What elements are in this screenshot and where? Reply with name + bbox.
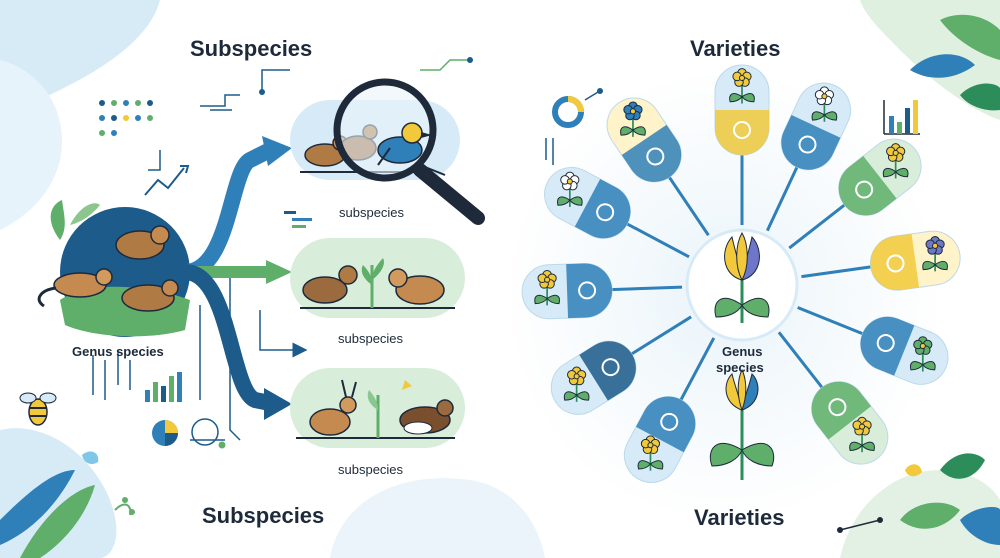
flower-icon	[557, 171, 583, 207]
flower-icon	[620, 101, 646, 137]
hub-flower-icon	[714, 232, 770, 323]
variety-radial	[521, 64, 961, 483]
branch-label-2: subspecies	[338, 331, 404, 346]
bar-chart-icon	[145, 372, 182, 402]
magnifying-glass-icon	[333, 78, 485, 225]
gauge-icon	[733, 121, 751, 139]
right-decor	[545, 88, 603, 165]
gauge-icon	[886, 254, 905, 273]
flower-icon	[534, 269, 560, 306]
gauge-icon	[578, 281, 597, 300]
right-title-top: Varieties	[690, 36, 781, 61]
branch-arrows	[92, 136, 308, 449]
gauge-icon	[596, 203, 615, 222]
gauge-icon	[798, 135, 817, 154]
pie-chart-icon	[152, 420, 178, 446]
genus-circle	[37, 200, 190, 337]
center-label-line2: species	[716, 360, 764, 375]
left-title-bottom: Subspecies	[202, 503, 325, 528]
bottom-flower-icon	[709, 368, 775, 480]
corner-leaves-right	[837, 14, 1000, 545]
gauge-icon	[660, 412, 679, 431]
gauge-icon	[876, 334, 895, 353]
leaf-icon	[0, 451, 135, 558]
variety-pill	[550, 340, 637, 415]
gauge-icon	[601, 358, 620, 377]
gauge-icon	[646, 147, 665, 166]
center-label-line1: Genus	[722, 344, 763, 359]
variety-pill	[714, 64, 770, 156]
gauge-icon	[855, 180, 874, 199]
bar-chart-icon-right	[883, 100, 920, 135]
variety-pill	[606, 97, 682, 183]
left-decor	[99, 57, 473, 196]
left-title-top: Subspecies	[190, 36, 313, 61]
flower-icon	[563, 366, 590, 402]
branch-pill-3	[290, 368, 465, 448]
bee-icon	[19, 392, 57, 426]
gauge-icon	[828, 398, 847, 417]
genus-label: Genus species	[72, 344, 164, 359]
branch-label-3: subspecies	[338, 462, 404, 477]
flower-icon	[729, 68, 755, 104]
variety-pill	[521, 262, 613, 320]
flower-icon	[637, 435, 664, 471]
flower-icon	[882, 143, 909, 179]
branch-pill-2	[284, 211, 465, 318]
flower-icon	[910, 336, 936, 372]
branch-label-1: subspecies	[339, 205, 405, 220]
variety-pill	[780, 82, 852, 171]
flower-icon	[849, 416, 875, 453]
right-title-bottom: Varieties	[694, 505, 785, 530]
flower-icon	[811, 86, 838, 122]
flower-icon	[922, 236, 948, 272]
